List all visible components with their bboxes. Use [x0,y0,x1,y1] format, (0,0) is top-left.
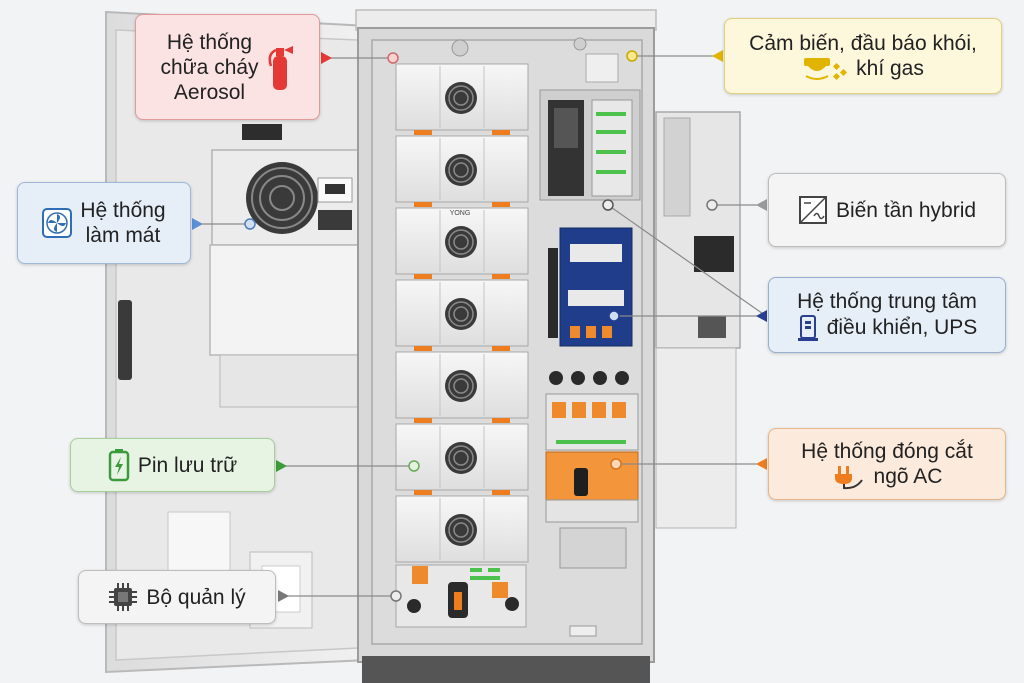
callout-bms-label: Bộ quản lý [146,585,246,609]
module-fan [445,82,477,114]
callout-fire-line-2: chữa cháy [160,55,259,79]
battery-icon [108,449,130,482]
callout-ac-line-2: ngõ AC [873,465,943,488]
plug-icon [834,465,863,489]
cabinet-brand: YONG [450,210,471,217]
inverter-icon [798,196,827,224]
ups-icon [797,314,818,341]
cooling-unit [209,124,386,408]
callout-battery-label: Pin lưu trữ [137,453,238,477]
leader-lines [193,55,767,597]
callout-fire-suppression: Hệ thống chữa cháy Aerosol [135,14,320,120]
module-fan [445,442,477,474]
callout-cooling-line-2: làm mát [85,224,161,247]
callout-inverter-label: Biến tần hybrid [835,198,977,222]
callout-fire-line-3: Aerosol [173,80,246,104]
door-handle [118,300,132,380]
smoke-detector-icon [804,57,848,80]
fan-icon [42,208,73,238]
module-fan [445,226,477,258]
module-fan [445,514,477,546]
callout-control-line-2: điều khiển, UPS [826,316,978,339]
callout-inverter: Biến tần hybrid [768,173,1006,247]
callout-battery: Pin lưu trữ [70,438,275,492]
callout-fire-line-1: Hệ thống [166,30,253,54]
callout-ac-switching: Hệ thống đóng cắt ngõ AC [768,428,1006,500]
callout-pointers [192,50,767,602]
callout-sensor-line-2: khí gas [856,57,924,80]
callout-bms: Bộ quản lý [78,570,276,624]
callout-sensor-line-1: Cảm biến, đầu báo khói, [749,31,977,55]
leader-dots [244,50,718,602]
callout-cooling: Hệ thống làm mát [17,182,191,264]
chip-icon [109,583,138,611]
right-column [539,53,641,637]
battery-rack: YONG [395,63,529,628]
callout-ac-line-1: Hệ thống đóng cắt [801,439,973,463]
module-fan [445,370,477,402]
callout-control-ups: Hệ thống trung tâm điều khiển, UPS [768,277,1006,353]
callout-control-line-1: Hệ thống trung tâm [797,289,977,313]
callout-sensor: Cảm biến, đầu báo khói, khí gas [724,18,1002,94]
right-door [655,111,741,529]
callout-cooling-line-1: Hệ thống [80,199,166,222]
fire-extinguisher-icon [268,46,293,90]
module-fan [445,298,477,330]
module-fan [445,154,477,186]
